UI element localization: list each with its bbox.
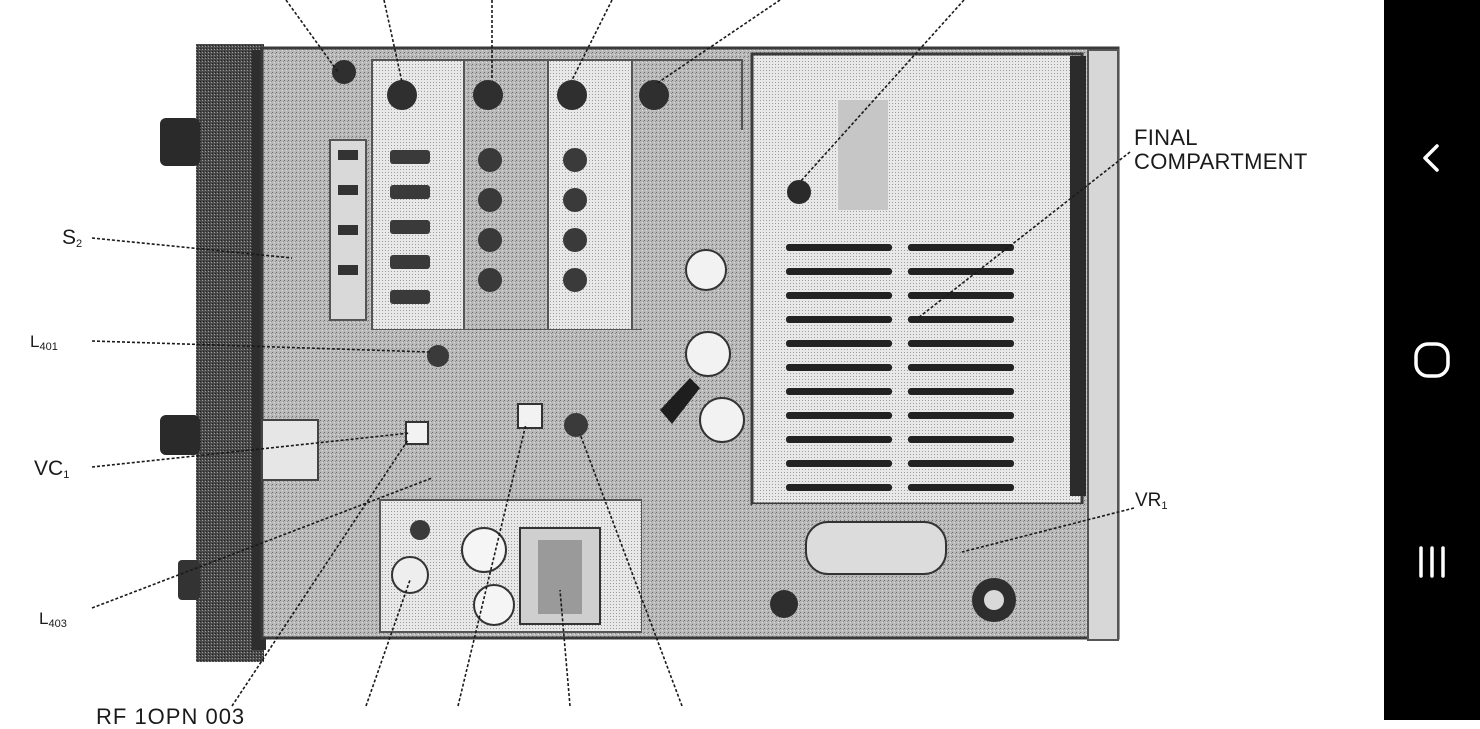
- label-s2-main: S: [62, 226, 77, 249]
- coil-cans: [332, 60, 669, 110]
- electrolytic-2: [685, 331, 731, 377]
- label-l403-sub: 403: [48, 618, 67, 630]
- home-icon: [1414, 342, 1450, 378]
- label-vr1: VR1: [1135, 491, 1168, 512]
- label-l403: L403: [39, 610, 67, 630]
- cover-hole: [787, 180, 811, 204]
- final-compartment-cover: [750, 52, 1084, 506]
- label-vc1: VC1: [34, 458, 69, 481]
- label-final-compartment: FINAL COMPARTMENT: [1134, 126, 1308, 174]
- vc1-capacitor: [261, 419, 319, 481]
- trimmer-2: [517, 403, 543, 429]
- rf-board: [268, 330, 642, 500]
- back-button[interactable]: [1402, 128, 1462, 188]
- front-knob-top: [160, 118, 200, 166]
- vacuum-tube: [805, 521, 947, 575]
- trimmer-1: [405, 421, 429, 445]
- electrolytic-1: [685, 249, 727, 291]
- label-vr1-main: VR: [1135, 490, 1162, 511]
- chassis-photo: [91, 0, 1135, 707]
- electrolytic-3: [699, 397, 745, 443]
- front-knob-bottom: [178, 560, 200, 600]
- back-icon: [1423, 144, 1439, 172]
- label-vr1-sub: 1: [1161, 500, 1168, 512]
- label-s2-sub: 2: [76, 238, 83, 250]
- leader-lines: [91, 0, 1135, 707]
- ventilation-slots: [786, 244, 1014, 491]
- label-l401: L401: [30, 333, 58, 353]
- right-rail: [1070, 56, 1086, 496]
- home-button[interactable]: [1402, 330, 1462, 390]
- label-l401-main: L: [30, 332, 40, 351]
- label-final-line2: COMPARTMENT: [1134, 149, 1308, 174]
- middle-column: [642, 130, 752, 636]
- label-l401-sub: 401: [39, 341, 58, 353]
- label-bottom-partial: RF 1OPN 003: [96, 704, 246, 729]
- label-s2: S2: [62, 227, 82, 250]
- switch-column: [329, 139, 367, 321]
- android-navigation-bar: [1384, 0, 1480, 720]
- front-knob-middle: [160, 415, 200, 455]
- recent-apps-button[interactable]: [1402, 532, 1462, 592]
- label-vc1-sub: 1: [63, 469, 70, 481]
- recent-apps-icon: [1419, 546, 1445, 578]
- label-l403-main: L: [39, 609, 49, 628]
- diagram-stage: S2 L401 VC1 L403 VR1 FINAL COMPARTMENT R…: [30, 0, 1308, 728]
- label-final-line1: FINAL: [1134, 125, 1198, 150]
- psu-capacitors: [391, 520, 515, 626]
- label-vc1-main: VC: [34, 457, 64, 480]
